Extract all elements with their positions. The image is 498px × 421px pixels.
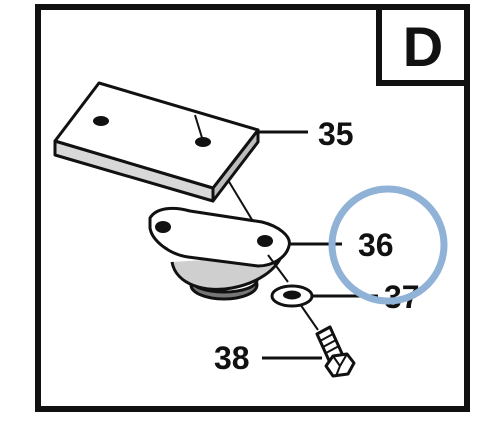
assembly-axis-lower bbox=[267, 254, 289, 283]
highlight-ring bbox=[328, 185, 448, 305]
washer bbox=[270, 284, 314, 308]
assembly-axis-bolt bbox=[299, 303, 319, 331]
callout-label-36: 36 bbox=[358, 227, 394, 263]
mounting-plate bbox=[53, 81, 260, 203]
callout-label-38: 38 bbox=[214, 340, 250, 376]
panel-letter: D bbox=[403, 15, 443, 78]
callout-label-35: 35 bbox=[318, 116, 354, 152]
rubber-mount-bracket bbox=[148, 206, 291, 301]
panel-letter-box bbox=[376, 4, 470, 86]
bolt bbox=[315, 325, 356, 378]
